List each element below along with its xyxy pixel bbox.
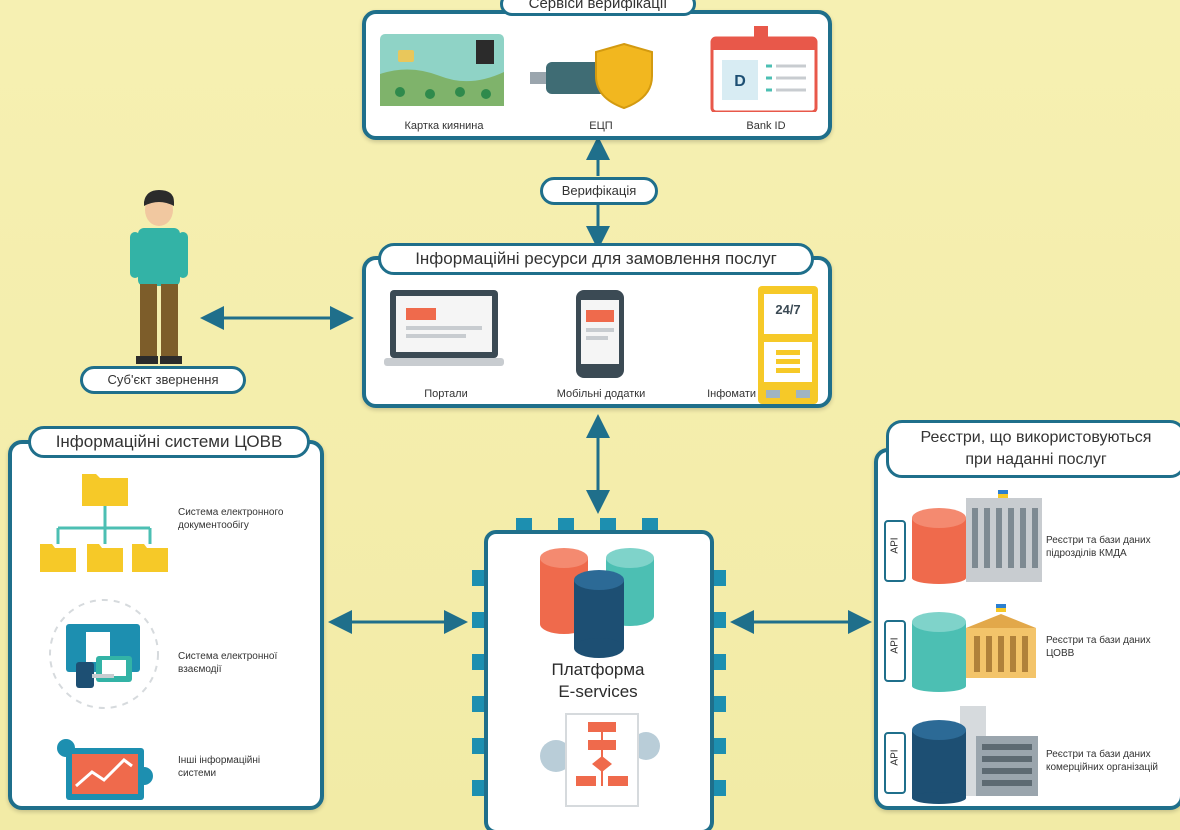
commercial-registry-icon [912, 706, 1038, 804]
platform-database-icon [540, 548, 654, 658]
registries-panel: API Реєстри та бази даних підрозділів КМ… [874, 448, 1180, 810]
kmda-registry-icon [912, 490, 1042, 584]
api-tag [884, 732, 906, 794]
api-tag [884, 620, 906, 682]
info-systems-title: Інформаційні системи ЦОВВ [28, 426, 310, 458]
portal-laptop-icon [384, 290, 504, 366]
resource-label-portals: Портали [424, 388, 468, 400]
info-resources-panel: Портали Мобільні додатки 24/7 Інфомати [362, 256, 832, 408]
info-resources-title: Інформаційні ресурси для замовлення посл… [378, 243, 814, 275]
system-label-electronic-interaction: Система електронної взаємодії [178, 651, 278, 675]
infomat-kiosk-icon [758, 286, 818, 404]
info-systems-panel: Система електронного документообігу Сист… [8, 440, 324, 810]
platform-flowchart-icon [540, 713, 660, 807]
verification-label: Верифікація [540, 177, 658, 205]
verification-services-panel: Картка киянина ЕЦП D Bank ID [362, 10, 832, 140]
kiosk-hours-text: 24/7 [775, 302, 801, 317]
citizen-card-icon [380, 34, 504, 106]
service-label-bank-id: Bank ID [746, 120, 786, 132]
mobile-app-icon [576, 290, 624, 378]
verification-services-title: Сервіси верифікації [500, 0, 696, 16]
platform-title-line2: E-services [558, 682, 638, 701]
platform-title-line1: Платформа [551, 660, 645, 679]
other-systems-icon [57, 739, 153, 800]
document-management-icon [40, 474, 168, 572]
system-label-other-systems: Інші інформаційні системи [178, 755, 261, 779]
registries-title: Реєстри, що використовуються при наданні… [886, 420, 1180, 478]
subject-label: Суб'єкт звернення [80, 366, 246, 394]
bank-id-icon: D [710, 26, 818, 112]
service-label-citizen-card: Картка киянина [404, 120, 484, 132]
registry-label-kmda: Реєстри та бази даних підрозділів КМДА [1046, 535, 1151, 559]
api-label: API [889, 537, 901, 554]
registries-title-line1: Реєстри, що використовуються [920, 429, 1152, 446]
api-label: API [889, 637, 901, 654]
resource-label-mobile-apps: Мобільні додатки [556, 388, 646, 400]
registries-title-line2: при наданні послуг [965, 451, 1107, 468]
person-icon [130, 190, 188, 364]
digital-signature-icon [530, 42, 653, 110]
api-label: API [889, 749, 901, 766]
resource-label-infomats: Інфомати [707, 388, 756, 400]
registry-label-commercial: Реєстри та бази даних комерційних органі… [1046, 749, 1159, 773]
cove-registry-icon [912, 604, 1036, 692]
registry-label-cove: Реєстри та бази даних ЦОВВ [1046, 635, 1151, 659]
api-tag [884, 520, 906, 582]
service-label-digital-signature: ЕЦП [589, 120, 613, 132]
svg-text:D: D [734, 73, 746, 90]
electronic-interaction-icon [49, 599, 159, 709]
system-label-document-management: Система електронного документообігу [178, 507, 284, 531]
